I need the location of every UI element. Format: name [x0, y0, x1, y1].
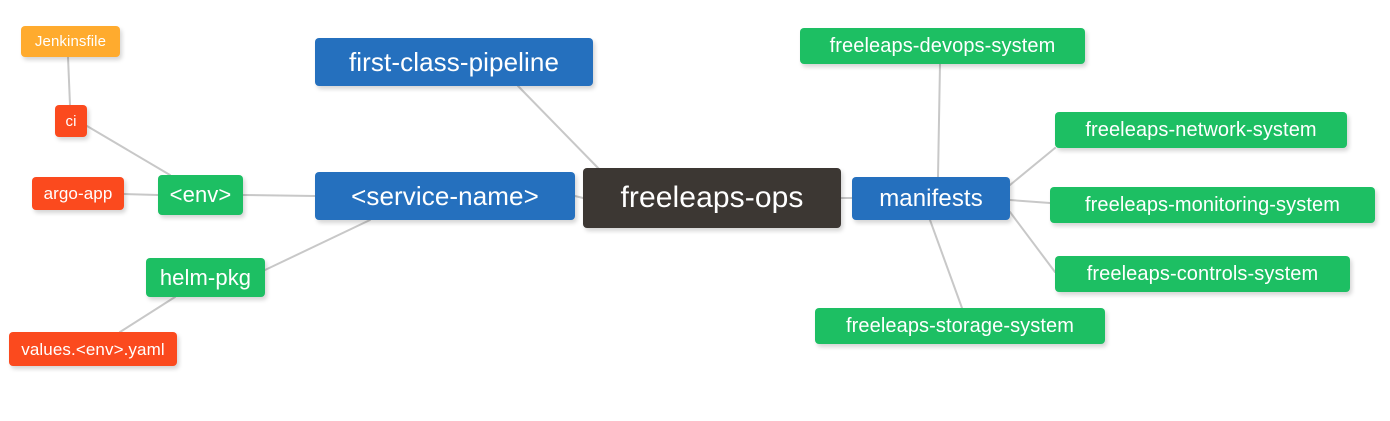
node-freeleaps-network-system[interactable]: freeleaps-network-system — [1055, 112, 1347, 148]
node-jenkinsfile-label: Jenkinsfile — [34, 33, 107, 50]
edge-manifests-network_system — [1009, 147, 1056, 186]
node-freeleaps-devops-system-label: freeleaps-devops-system — [829, 35, 1056, 57]
node-ci-label: ci — [65, 112, 77, 130]
edge-root-service_name — [574, 195, 584, 199]
node-jenkinsfile[interactable]: Jenkinsfile — [21, 26, 120, 57]
edge-ci-jenkinsfile — [67, 56, 71, 106]
node-service-name[interactable]: <service-name> — [315, 172, 575, 220]
node-freeleaps-controls-system-label: freeleaps-controls-system — [1086, 263, 1319, 285]
node-service-name-label: <service-name> — [351, 181, 539, 211]
node-first-class-pipeline[interactable]: first-class-pipeline — [315, 38, 593, 86]
node-freeleaps-controls-system[interactable]: freeleaps-controls-system — [1055, 256, 1350, 292]
node-freeleaps-monitoring-system-label: freeleaps-monitoring-system — [1084, 194, 1340, 216]
node-values-yaml-label: values.<env>.yaml — [21, 339, 165, 359]
node-env[interactable]: <env> — [158, 175, 243, 215]
node-ci[interactable]: ci — [55, 105, 87, 137]
edge-manifests-monitoring_system — [1009, 199, 1051, 204]
node-manifests[interactable]: manifests — [852, 177, 1010, 220]
edge-env-ci — [86, 125, 171, 176]
node-freeleaps-network-system-label: freeleaps-network-system — [1085, 119, 1317, 141]
node-values-yaml[interactable]: values.<env>.yaml — [9, 332, 177, 366]
node-argo-app[interactable]: argo-app — [32, 177, 124, 210]
edge-root-first_class_pipeline — [517, 85, 601, 171]
node-manifests-label: manifests — [879, 184, 983, 212]
node-freeleaps-storage-system[interactable]: freeleaps-storage-system — [815, 308, 1105, 344]
node-freeleaps-devops-system[interactable]: freeleaps-devops-system — [800, 28, 1085, 64]
node-env-label: <env> — [169, 182, 232, 207]
edge-manifests-devops_system — [937, 63, 941, 178]
edge-service_name-helm_pkg — [264, 219, 371, 271]
edge-manifests-storage_system — [929, 219, 963, 309]
node-argo-app-label: argo-app — [43, 184, 113, 203]
edge-env-argo_app — [123, 193, 159, 196]
node-helm-pkg[interactable]: helm-pkg — [146, 258, 265, 297]
edge-service_name-env — [242, 194, 316, 197]
node-helm-pkg-label: helm-pkg — [159, 264, 252, 290]
node-freeleaps-monitoring-system[interactable]: freeleaps-monitoring-system — [1050, 187, 1375, 223]
edge-manifests-controls_system — [1009, 211, 1056, 273]
node-freeleaps-ops-root-label: freeleaps-ops — [620, 181, 804, 214]
node-freeleaps-storage-system-label: freeleaps-storage-system — [845, 315, 1075, 337]
node-first-class-pipeline-label: first-class-pipeline — [348, 47, 560, 77]
node-freeleaps-ops-root[interactable]: freeleaps-ops — [583, 168, 841, 228]
edge-helm_pkg-values_yaml — [119, 296, 176, 333]
